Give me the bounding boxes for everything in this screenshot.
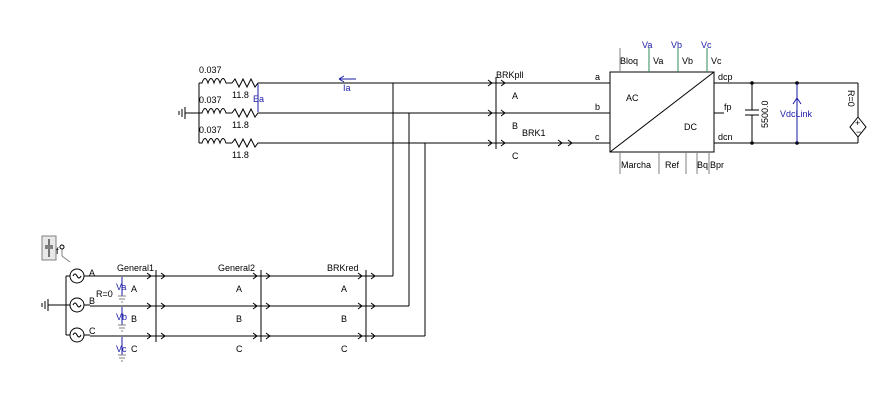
current-ia: Ia <box>343 83 351 93</box>
frequency-label: f <box>56 246 59 256</box>
voltmeter-va-icon <box>118 277 126 303</box>
port-a: a <box>595 72 600 82</box>
port-fp: fp <box>724 102 732 112</box>
dc-voltmeter-icon <box>792 83 802 143</box>
resistance-a: 0.037 <box>199 65 222 75</box>
dc-source-icon[interactable]: + − <box>849 83 867 143</box>
ac-dc-converter[interactable] <box>609 71 715 153</box>
brkred-phase-c: C <box>341 344 348 354</box>
slider-icon[interactable] <box>41 235 57 261</box>
source-b[interactable] <box>66 297 90 313</box>
impedance-phase-a <box>199 77 262 89</box>
top-input-vc: Vc <box>711 56 722 66</box>
load-resistance: R=0 <box>846 90 856 107</box>
general1-phase-b: B <box>131 314 137 324</box>
general2-label: General2 <box>218 263 255 273</box>
brkred-label: BRKred <box>327 263 359 273</box>
port-dcp: dcp <box>718 72 733 82</box>
signal-va: Va <box>642 40 652 50</box>
breaker-general1[interactable] <box>146 270 166 342</box>
general1-phase-c: C <box>131 344 138 354</box>
general2-phase-a: A <box>236 284 242 294</box>
top-input-vb: Vb <box>682 56 693 66</box>
source-phase-b: B <box>89 296 95 306</box>
top-input-bloq: Bloq <box>620 56 638 66</box>
source-a[interactable] <box>66 268 90 284</box>
general2-phase-c: C <box>236 344 243 354</box>
converter-ac: AC <box>626 93 639 103</box>
source-c[interactable] <box>66 327 90 343</box>
inductance-a: 11.8 <box>232 90 249 100</box>
port-c: c <box>595 132 600 142</box>
port-b: b <box>595 102 600 112</box>
source-phase-c: C <box>89 326 96 336</box>
control-wire <box>61 249 71 263</box>
inductance-b: 11.8 <box>232 120 249 130</box>
capacitor-value: 5500.0 <box>760 100 770 128</box>
svg-text:−: − <box>856 127 861 137</box>
ground-icon <box>41 299 66 311</box>
converter-dc: DC <box>684 122 697 132</box>
general1-label: General1 <box>117 263 154 273</box>
brkpll-phase-a: A <box>512 91 518 101</box>
breaker-brk1[interactable] <box>557 139 573 147</box>
meter-ea: Ea <box>253 94 264 104</box>
dc-voltmeter: VdcLink <box>780 109 813 119</box>
voltmeter-vb-icon <box>118 307 126 332</box>
meter-vb: Vb <box>116 312 127 322</box>
source-resistance: R=0 <box>96 289 113 299</box>
impedance-phase-b <box>199 107 262 119</box>
breaker-brkpll[interactable] <box>487 77 506 149</box>
resistance-c: 0.037 <box>199 125 222 135</box>
breaker-general2[interactable] <box>252 270 271 342</box>
inductance-c: 11.8 <box>232 150 249 160</box>
port-dcn: dcn <box>718 132 733 142</box>
capacitor-icon[interactable] <box>745 83 759 143</box>
bottom-input-ref: Ref <box>665 160 680 170</box>
brkred-phase-b: B <box>341 314 347 324</box>
brk1-label: BRK1 <box>522 128 546 138</box>
signal-vb: Vb <box>671 40 682 50</box>
general1-phase-a: A <box>131 284 137 294</box>
source-phase-a: A <box>89 268 95 278</box>
impedance-phase-c <box>199 137 262 149</box>
breaker-brkred[interactable] <box>357 270 376 342</box>
voltmeter-vc-icon <box>118 337 126 362</box>
top-input-va: Va <box>653 56 663 66</box>
bottom-input-pins <box>619 152 710 174</box>
current-arrow-icon <box>338 75 356 83</box>
bottom-input-bq: Bq <box>697 160 708 170</box>
brkred-phase-a: A <box>341 284 347 294</box>
signal-vc: Vc <box>701 40 712 50</box>
brkpll-label: BRKpll <box>496 70 524 80</box>
brkpll-phase-c: C <box>512 151 519 161</box>
bottom-input-marcha: Marcha <box>621 160 651 170</box>
brkpll-phase-b: B <box>512 121 518 131</box>
top-input-pins <box>619 48 708 72</box>
bottom-input-bpr: Bpr <box>710 160 724 170</box>
svg-text:+: + <box>855 118 860 128</box>
ground-icon <box>178 107 199 119</box>
meter-vc: Vc <box>116 344 127 354</box>
meter-va: Va <box>116 282 126 292</box>
general2-phase-b: B <box>236 314 242 324</box>
resistance-b: 0.037 <box>199 95 222 105</box>
